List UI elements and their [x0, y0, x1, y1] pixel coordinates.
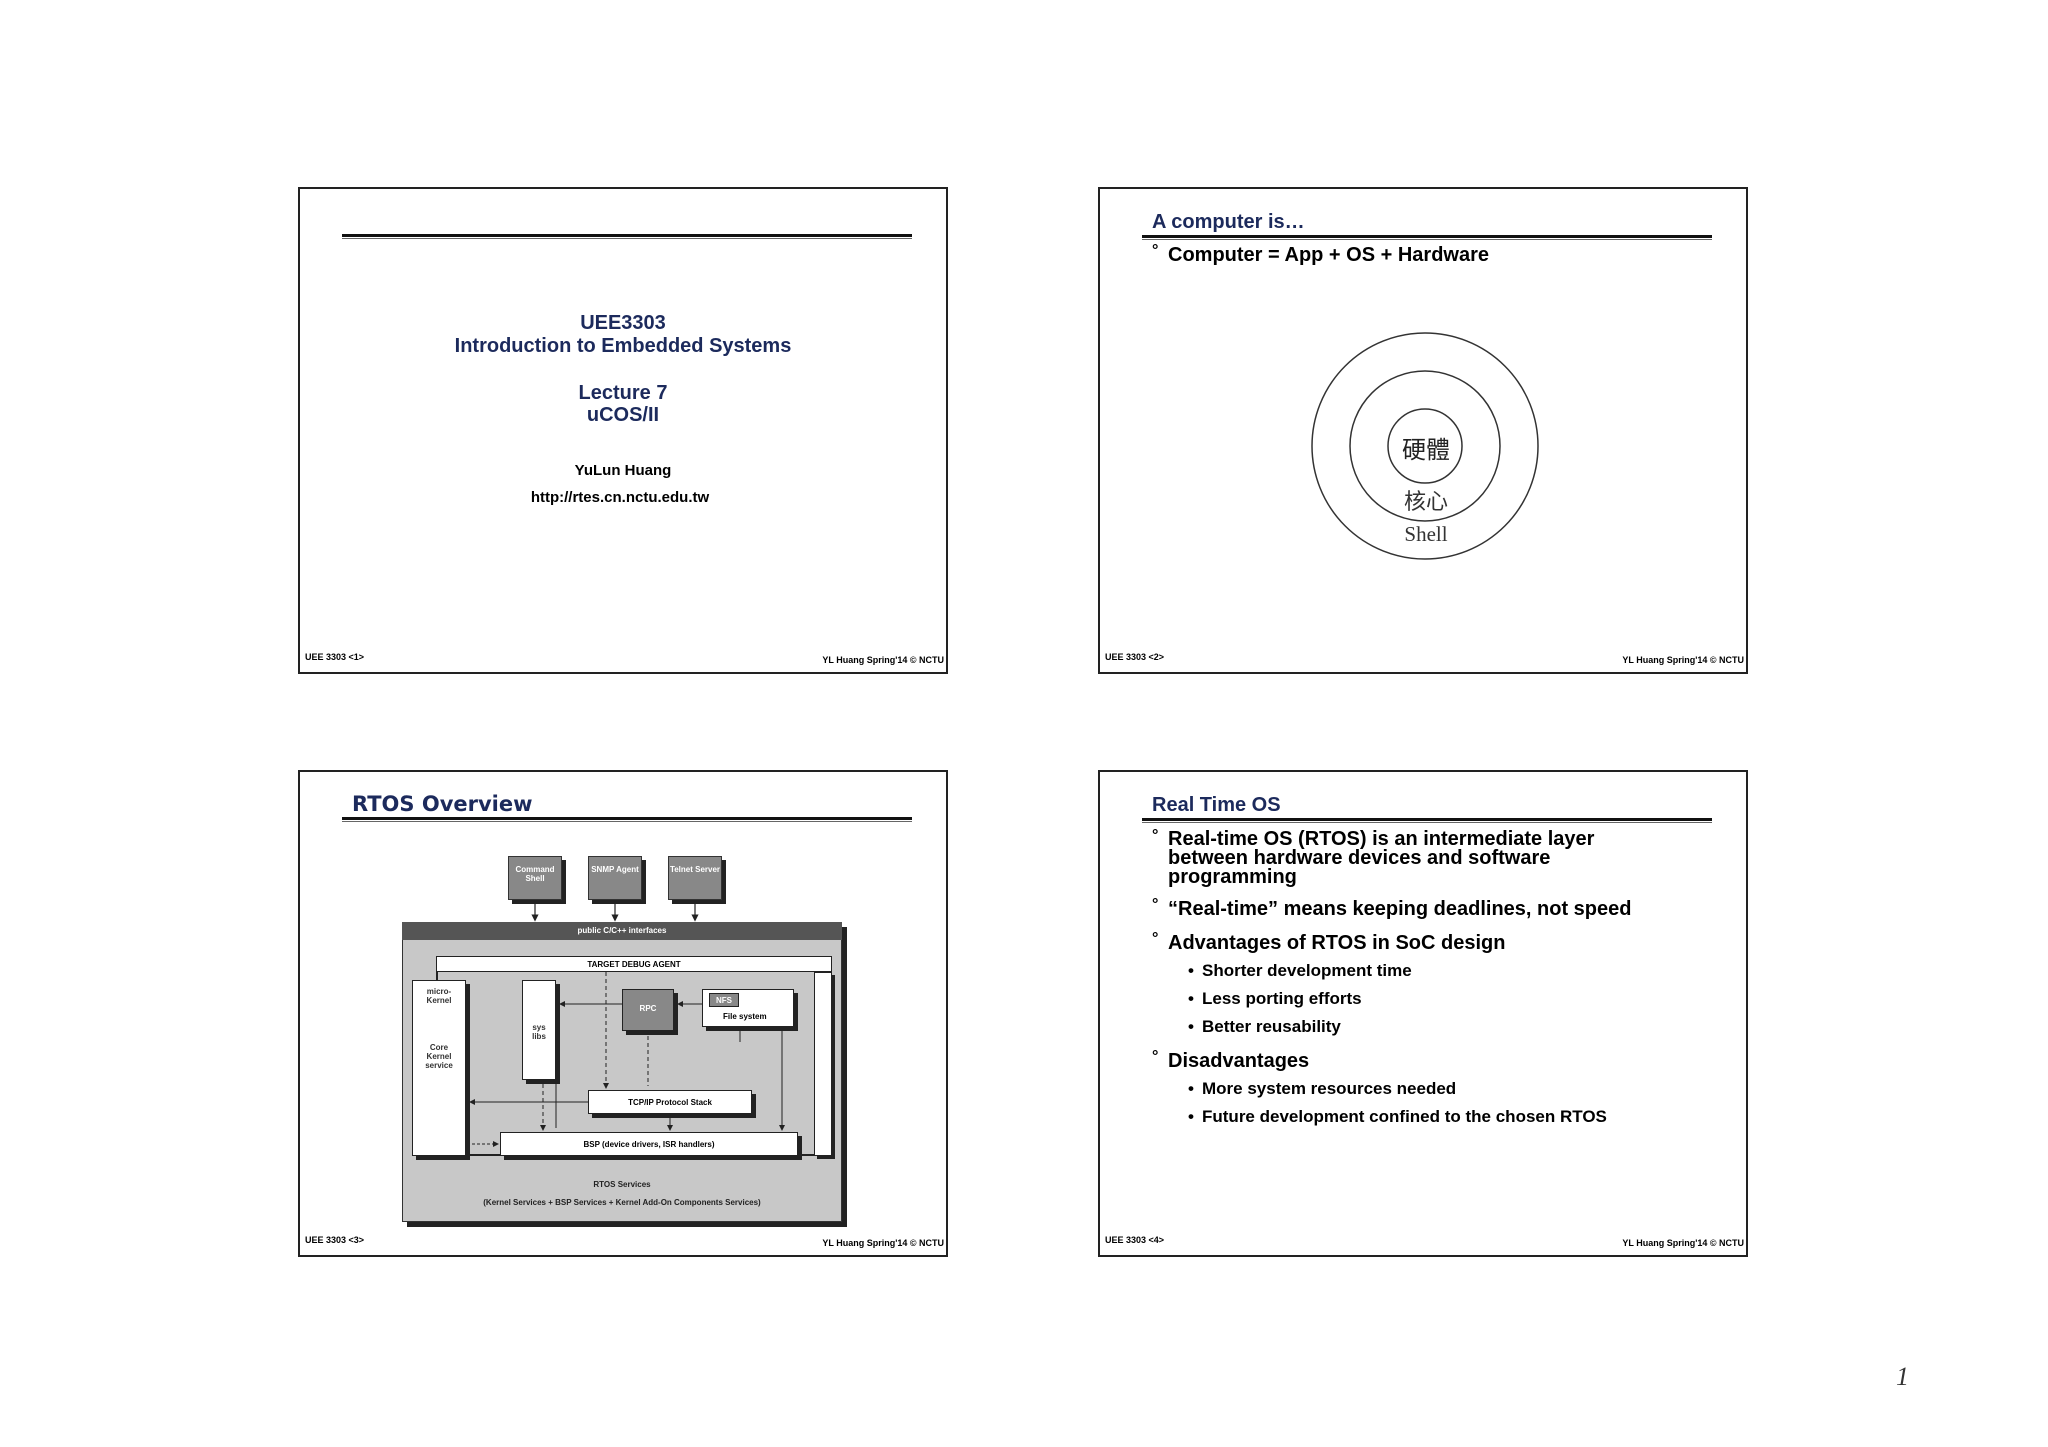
title-rule	[342, 234, 912, 239]
file-system-label: File system	[723, 1012, 767, 1021]
bullet: °Real-time OS (RTOS) is an intermediate …	[1152, 827, 1595, 888]
sys-libs-box: sys libs	[522, 980, 556, 1080]
bullet-text: Disadvantages	[1168, 1050, 1310, 1072]
bullet-text: “Real-time” means keeping deadlines, not…	[1168, 898, 1632, 920]
tcpip-stack-box: TCP/IP Protocol Stack	[588, 1090, 752, 1114]
debug-agent-bar: TARGET DEBUG AGENT	[436, 956, 832, 972]
ring-inner-label: 硬體	[1402, 437, 1450, 464]
sub-bullet-text: Better reusability	[1202, 1017, 1341, 1036]
course-heading: UEE3303 Introduction to Embedded Systems	[300, 312, 946, 358]
bullet-list: °Computer = App + OS + Hardware	[1100, 242, 1746, 269]
inner-ring	[1387, 408, 1463, 484]
micro-kernel-label: micro-Kernel	[426, 987, 452, 1005]
layer-rings-diagram	[1311, 332, 1539, 560]
bullet: °Advantages of RTOS in SoC design	[1152, 930, 1506, 954]
nfs-label: NFS	[709, 993, 739, 1007]
micro-kernel-box: micro-Kernel Core Kernel service	[412, 980, 466, 1156]
author-url: http://rtes.cn.nctu.edu.tw	[530, 489, 710, 506]
rtos-services-block	[402, 922, 842, 1222]
footer-left: UEE 3303 <3>	[305, 1235, 365, 1245]
sub-bullet: •More system resources needed	[1188, 1079, 1457, 1098]
rtos-architecture-diagram: Command Shell SNMP Agent Telnet Server p…	[300, 772, 950, 1259]
bullet: °Computer = App + OS + Hardware	[1152, 242, 1490, 266]
slide-2: A computer is… °Computer = App + OS + Ha…	[1098, 187, 1748, 674]
bullet: °Disadvantages	[1152, 1048, 1310, 1072]
core-kernel-label: Core Kernel service	[425, 1043, 453, 1070]
snmp-agent-box: SNMP Agent	[588, 856, 642, 900]
rtos-services-detail: (Kernel Services + BSP Services + Kernel…	[483, 1198, 761, 1207]
lecture-heading: Lecture 7 uCOS/II	[300, 382, 946, 426]
slide-title: Real Time OS	[1152, 794, 1281, 816]
footer-right: YL Huang Spring'14 © NCTU	[822, 655, 944, 665]
title-rule	[1142, 818, 1712, 823]
ring-outer-label: Shell	[1404, 522, 1448, 546]
bullet-list: °Real-time OS (RTOS) is an intermediate …	[1100, 827, 1746, 1135]
page-number: 1	[1896, 1362, 1909, 1391]
bullet-text: Computer = App + OS + Hardware	[1168, 244, 1490, 266]
slide-title: A computer is…	[1152, 211, 1305, 233]
bsp-box: BSP (device drivers, ISR handlers)	[500, 1132, 798, 1156]
debug-agent-side	[814, 972, 832, 1156]
slide-title: RTOS Overview	[352, 792, 533, 816]
lecture-number: Lecture 7	[578, 382, 668, 404]
file-system-box: NFS File system	[702, 989, 794, 1027]
bullet: °“Real-time” means keeping deadlines, no…	[1152, 896, 1632, 920]
title-rule	[1142, 235, 1712, 240]
slide-1: UEE3303 Introduction to Embedded Systems…	[298, 187, 948, 674]
sub-bullet: •Less porting efforts	[1188, 989, 1362, 1008]
sub-bullet: •Future development confined to the chos…	[1188, 1107, 1607, 1126]
footer-left: UEE 3303 <4>	[1105, 1235, 1165, 1245]
bullet-text: Real-time OS (RTOS) is an intermediate l…	[1168, 828, 1595, 888]
footer-right: YL Huang Spring'14 © NCTU	[822, 1238, 944, 1248]
course-title: Introduction to Embedded Systems	[454, 335, 792, 357]
rpc-box: RPC	[622, 989, 674, 1031]
sub-bullet: •Better reusability	[1188, 1017, 1341, 1036]
rtos-services-label: RTOS Services	[593, 1180, 651, 1189]
ring-middle-label: 核心	[1403, 489, 1448, 514]
title-rule	[342, 817, 912, 822]
middle-ring	[1349, 370, 1501, 522]
telnet-server-box: Telnet Server	[668, 856, 722, 900]
course-code: UEE3303	[580, 312, 666, 334]
sub-bullet-text: Shorter development time	[1202, 961, 1412, 980]
diagram-connectors	[531, 904, 699, 922]
sub-bullet-text: More system resources needed	[1202, 1079, 1457, 1098]
lecture-topic: uCOS/II	[586, 404, 660, 426]
diagram-internal-arrows	[469, 972, 785, 1147]
slide-3: RTOS Overview Command Shell SNMP Agent T…	[298, 770, 948, 1257]
author-name: YuLun Huang	[574, 462, 672, 479]
outer-ring	[1311, 332, 1539, 560]
footer-right: YL Huang Spring'14 © NCTU	[1622, 1238, 1744, 1248]
slide-4: Real Time OS °Real-time OS (RTOS) is an …	[1098, 770, 1748, 1257]
bullet-text: Advantages of RTOS in SoC design	[1168, 932, 1506, 954]
public-interfaces-bar: public C/C++ interfaces	[402, 922, 842, 940]
sub-bullet-text: Less porting efforts	[1202, 989, 1362, 1008]
footer-left: UEE 3303 <2>	[1105, 652, 1165, 662]
footer-right: YL Huang Spring'14 © NCTU	[1622, 655, 1744, 665]
command-shell-box: Command Shell	[508, 856, 562, 900]
sub-bullet-text: Future development confined to the chose…	[1202, 1107, 1607, 1126]
footer-left: UEE 3303 <1>	[305, 652, 365, 662]
sub-bullet: •Shorter development time	[1188, 961, 1412, 980]
